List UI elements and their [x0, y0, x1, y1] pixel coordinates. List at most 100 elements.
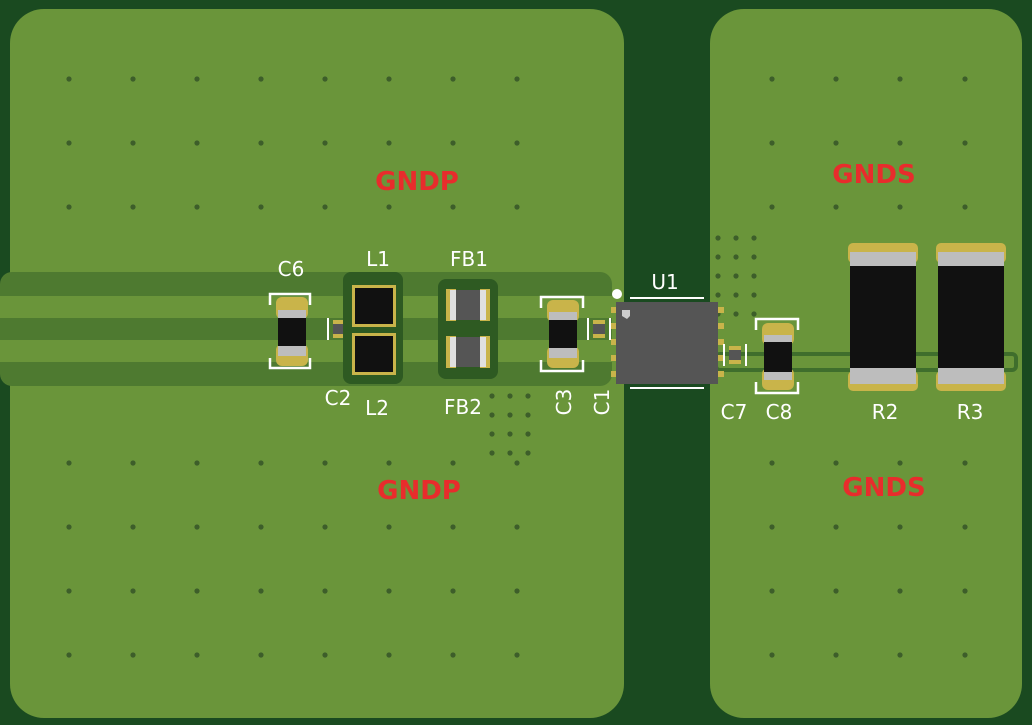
via	[751, 235, 757, 241]
via	[897, 204, 903, 210]
via	[751, 273, 757, 279]
via	[751, 254, 757, 260]
via	[769, 524, 775, 530]
net-label-gndp-bottom: GNDP	[377, 476, 461, 506]
c2-body-core	[333, 324, 345, 334]
via	[450, 204, 456, 210]
designator-c1: C1	[590, 389, 614, 416]
via	[66, 204, 72, 210]
u1-pin	[611, 323, 617, 329]
via	[258, 524, 264, 530]
fb2-ferrite-bead[interactable]	[446, 336, 490, 368]
u1-pins	[611, 307, 724, 377]
u1-pin	[718, 307, 724, 313]
via	[514, 588, 520, 594]
r2-body-core	[850, 266, 916, 368]
via	[769, 460, 775, 466]
r2-resistor[interactable]	[848, 243, 918, 391]
via	[194, 76, 200, 82]
via	[66, 524, 72, 530]
c1-body-core	[593, 324, 605, 334]
via	[733, 254, 739, 260]
u1-pin	[718, 339, 724, 345]
designator-l1: L1	[366, 247, 390, 271]
via	[897, 652, 903, 658]
via	[322, 588, 328, 594]
via	[130, 524, 136, 530]
designator-r3: R3	[957, 400, 984, 424]
via	[507, 393, 513, 399]
c8-silkscreen	[754, 317, 800, 395]
fb2-band-left	[450, 337, 456, 367]
u1-pin	[718, 355, 724, 361]
net-label-gnds-top: GNDS	[832, 160, 915, 190]
c8-capacitor[interactable]	[754, 317, 800, 395]
fb2-body	[454, 337, 482, 367]
l2-body	[355, 336, 393, 372]
r3-body-core	[938, 266, 1004, 368]
via	[130, 652, 136, 658]
via	[833, 524, 839, 530]
l2-inductor[interactable]	[352, 333, 396, 375]
via	[833, 588, 839, 594]
via	[733, 292, 739, 298]
via	[322, 76, 328, 82]
via	[962, 588, 968, 594]
u1-pin	[718, 323, 724, 329]
via	[386, 76, 392, 82]
c6-silkscreen	[268, 292, 312, 370]
u1-body	[616, 302, 718, 384]
designator-c7: C7	[721, 400, 748, 424]
via	[514, 140, 520, 146]
u1-pin	[718, 371, 724, 377]
via	[130, 588, 136, 594]
via	[514, 460, 520, 466]
via	[514, 652, 520, 658]
via	[66, 652, 72, 658]
via	[962, 140, 968, 146]
designator-l2: L2	[365, 396, 389, 420]
designator-c8: C8	[766, 400, 793, 424]
via	[769, 588, 775, 594]
via	[962, 652, 968, 658]
via	[507, 412, 513, 418]
via	[322, 140, 328, 146]
u1-pin	[611, 307, 617, 313]
c3-capacitor[interactable]	[539, 295, 585, 373]
via	[130, 204, 136, 210]
net-label-gndp-top: GNDP	[375, 167, 459, 197]
via	[507, 431, 513, 437]
via	[450, 588, 456, 594]
via	[322, 652, 328, 658]
via	[322, 204, 328, 210]
via	[130, 76, 136, 82]
via	[450, 652, 456, 658]
u1-ic[interactable]	[611, 289, 724, 389]
via	[833, 76, 839, 82]
u1-pin	[611, 371, 617, 377]
via	[322, 460, 328, 466]
c7-capacitor[interactable]	[723, 344, 747, 366]
via	[897, 460, 903, 466]
via	[514, 204, 520, 210]
c6-capacitor[interactable]	[268, 292, 312, 370]
via	[769, 652, 775, 658]
designator-c6: C6	[278, 257, 305, 281]
via	[66, 140, 72, 146]
via	[450, 524, 456, 530]
via	[194, 204, 200, 210]
c1-capacitor[interactable]	[587, 318, 611, 340]
u1-pin	[611, 339, 617, 345]
via	[525, 412, 531, 418]
via	[715, 254, 721, 260]
via	[386, 652, 392, 658]
c8-body-core	[764, 342, 792, 372]
via	[386, 140, 392, 146]
via	[450, 140, 456, 146]
r3-resistor[interactable]	[936, 243, 1006, 391]
c6-body-core	[278, 318, 306, 346]
via	[769, 140, 775, 146]
via	[194, 140, 200, 146]
fb1-band-left	[450, 290, 456, 320]
via	[715, 235, 721, 241]
